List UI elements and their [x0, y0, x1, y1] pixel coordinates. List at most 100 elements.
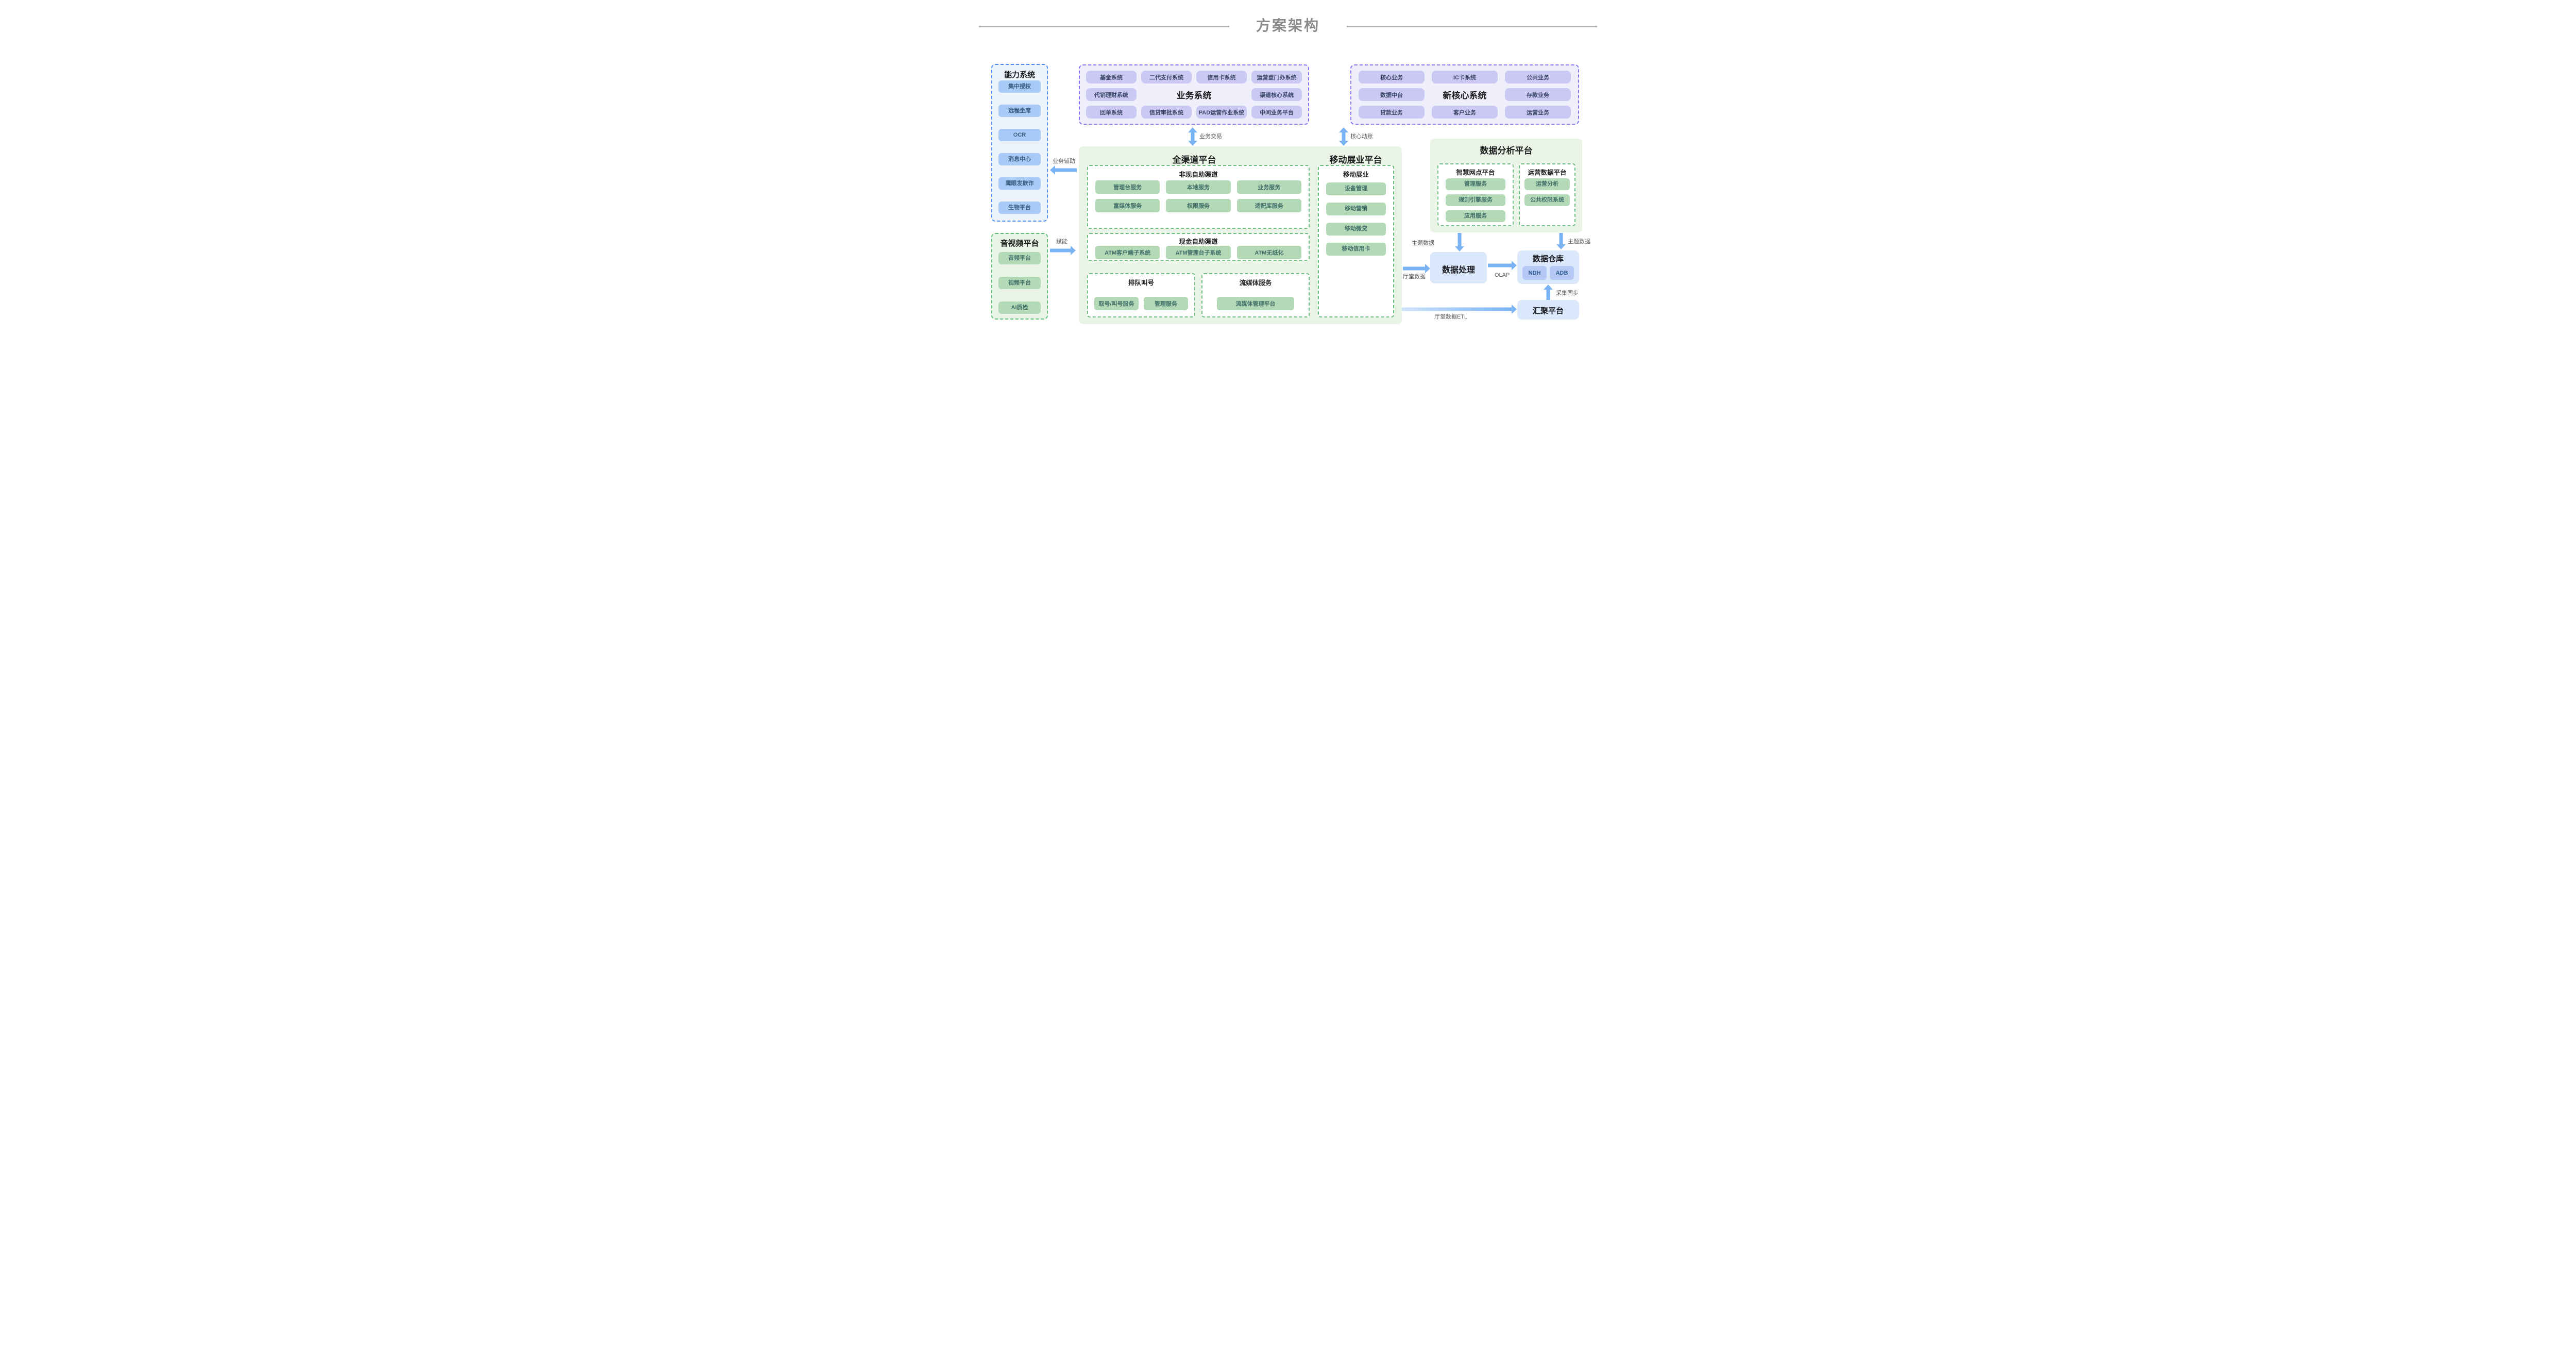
- capability-item: 鹰眼发欺诈: [998, 177, 1041, 190]
- new-core-row2: 数据中台 新核心系统 存款业务: [1359, 88, 1571, 101]
- arrow-label-empower: 赋能: [1056, 239, 1067, 245]
- new-core-item: 数据中台: [1359, 88, 1425, 101]
- streaming-row: 流媒体管理平台: [1217, 297, 1294, 310]
- queue-title: 排队叫号: [1128, 279, 1154, 287]
- arrow-subject-data-right: [1556, 233, 1566, 249]
- non-cash-item: 权限服务: [1166, 199, 1231, 212]
- arrow-collect-sync: [1544, 284, 1553, 300]
- data-analysis-box: 数据分析平台 智慧网点平台 管理服务 规则引擎服务 应用服务 运营数据平台 运营…: [1430, 139, 1582, 232]
- queue-item: 取号/叫号服务: [1094, 297, 1139, 310]
- mobile-item: 移动微贷: [1326, 223, 1386, 236]
- data-warehouse-title: 数据仓库: [1532, 255, 1564, 263]
- non-cash-item: 适配库服务: [1236, 199, 1301, 212]
- av-item: 音频平台: [998, 252, 1041, 264]
- new-core-title: 新核心系统: [1443, 91, 1487, 100]
- smart-branch-title: 智慧网点平台: [1456, 169, 1495, 176]
- business-item: PAD运营作业系统: [1196, 106, 1247, 119]
- capability-item: OCR: [998, 129, 1041, 141]
- arrow-label-business-transaction: 业务交易: [1199, 133, 1222, 140]
- omni-channel-title: 全渠道平台: [1172, 155, 1216, 165]
- capability-item: 消息中心: [998, 153, 1041, 165]
- ops-data-item: 公共权限系统: [1524, 194, 1570, 206]
- mobile-platform-title: 移动展业平台: [1329, 155, 1382, 165]
- mobile-item: 移动信用卡: [1326, 243, 1386, 256]
- capability-system-title: 能力系统: [1004, 71, 1035, 79]
- streaming-item: 流媒体管理平台: [1217, 297, 1294, 310]
- capability-item: 生物平台: [998, 202, 1041, 214]
- non-cash-channel-title: 非现自助渠道: [1179, 171, 1218, 178]
- non-cash-row1: 管理台服务 本地服务 业务服务: [1095, 180, 1301, 194]
- page-title: 方案架构: [1256, 18, 1320, 33]
- mobile-business-title: 移动展业: [1343, 171, 1369, 178]
- arrow-olap: [1488, 261, 1517, 270]
- business-item: 渠道核心系统: [1251, 88, 1302, 101]
- business-item: 回单系统: [1086, 106, 1137, 119]
- arrow-subject-data-left: [1455, 233, 1464, 252]
- arrow-label-subject-data-right: 主题数据: [1568, 239, 1590, 245]
- mobile-item: 设备管理: [1326, 182, 1386, 195]
- arrow-core-accounting: [1339, 127, 1348, 146]
- mobile-item: 移动营销: [1326, 203, 1386, 215]
- business-item: 代销理财系统: [1086, 88, 1137, 101]
- warehouse-item-adb: ADB: [1550, 266, 1574, 280]
- arrow-label-business-support: 业务辅助: [1053, 158, 1075, 164]
- cash-item: ATM无纸化: [1236, 246, 1301, 259]
- data-processing-box: 数据处理: [1430, 252, 1487, 283]
- warehouse-item-ndh: NDH: [1522, 266, 1547, 280]
- data-processing-title: 数据处理: [1442, 266, 1475, 275]
- smart-branch-box: 智慧网点平台 管理服务 规则引擎服务 应用服务: [1437, 163, 1514, 226]
- diagram-canvas: 方案架构 能力系统 集中授权 远程坐席 OCR 消息中心 鹰眼发欺诈 生物平台 …: [917, 0, 1659, 340]
- smart-branch-item: 管理服务: [1446, 178, 1505, 190]
- new-core-item: 存款业务: [1505, 88, 1571, 101]
- new-core-row3: 贷款业务 客户业务 运营业务: [1359, 106, 1571, 119]
- smart-branch-item: 应用服务: [1446, 210, 1505, 222]
- queue-row: 取号/叫号服务 管理服务: [1094, 297, 1188, 310]
- capability-item: 远程坐席: [998, 105, 1041, 117]
- arrow-label-hall-data-etl: 厅堂数据ETL: [1434, 314, 1468, 320]
- queue-item: 管理服务: [1144, 297, 1188, 310]
- new-core-item: 公共业务: [1505, 71, 1571, 83]
- arrow-label-subject-data-left: 主题数据: [1412, 240, 1434, 246]
- cash-channel-box: 现金自助渠道 ATM客户端子系统 ATM管理台子系统 ATM无纸化: [1087, 233, 1310, 261]
- non-cash-item: 富媒体服务: [1095, 199, 1160, 212]
- non-cash-item: 本地服务: [1166, 180, 1231, 194]
- queue-box: 排队叫号 取号/叫号服务 管理服务: [1087, 273, 1195, 317]
- cash-item: ATM客户端子系统: [1095, 246, 1160, 259]
- business-item: 基金系统: [1086, 71, 1137, 83]
- new-core-item: 贷款业务: [1359, 106, 1425, 119]
- arrow-label-olap: OLAP: [1495, 272, 1510, 278]
- smart-branch-item: 规则引擎服务: [1446, 194, 1505, 206]
- arrow-business-support: [1050, 165, 1077, 175]
- business-item: 二代支付系统: [1141, 71, 1192, 83]
- business-system-row3: 回单系统 信贷审批系统 PAD运营作业系统 中间业务平台: [1086, 106, 1302, 119]
- av-item: 视频平台: [998, 277, 1041, 289]
- non-cash-item: 业务服务: [1236, 180, 1301, 194]
- business-item: 信用卡系统: [1196, 71, 1247, 83]
- aggregation-box: 汇聚平台: [1517, 300, 1579, 320]
- non-cash-item: 管理台服务: [1095, 180, 1160, 194]
- platform-container: 全渠道平台 移动展业平台 非现自助渠道 管理台服务 本地服务 业务服务 富媒体服…: [1079, 146, 1402, 324]
- business-system-box: 基金系统 二代支付系统 信用卡系统 运营登门办系统 代销理财系统 业务系统 渠道…: [1079, 64, 1309, 125]
- streaming-box: 流媒体服务 流媒体管理平台: [1201, 273, 1310, 317]
- aggregation-title: 汇聚平台: [1532, 307, 1564, 315]
- arrow-business-transaction: [1188, 127, 1197, 146]
- business-system-title: 业务系统: [1176, 91, 1212, 100]
- av-platform-title: 音视频平台: [1000, 239, 1039, 248]
- av-platform-box: 音视频平台 音频平台 视频平台 AI质检: [991, 233, 1048, 320]
- ops-data-item: 运营分析: [1524, 178, 1570, 190]
- data-analysis-title: 数据分析平台: [1480, 146, 1533, 156]
- arrow-label-hall-data: 厅堂数据: [1403, 274, 1426, 280]
- title-divider-left: [979, 26, 1229, 27]
- non-cash-row2: 富媒体服务 权限服务 适配库服务: [1095, 199, 1301, 212]
- new-core-system-box: 核心业务 IC卡系统 公共业务 数据中台 新核心系统 存款业务 贷款业务 客户业…: [1350, 64, 1579, 125]
- business-item: 信贷审批系统: [1141, 106, 1192, 119]
- new-core-item: IC卡系统: [1432, 71, 1498, 83]
- capability-item: 集中授权: [998, 80, 1041, 93]
- av-item: AI质检: [998, 301, 1041, 314]
- arrow-hall-data: [1403, 264, 1430, 273]
- arrow-label-core-accounting: 核心动账: [1350, 133, 1373, 140]
- arrow-empower: [1050, 246, 1076, 255]
- new-core-item: 核心业务: [1359, 71, 1425, 83]
- cash-row: ATM客户端子系统 ATM管理台子系统 ATM无纸化: [1095, 246, 1301, 259]
- title-divider-right: [1347, 26, 1597, 27]
